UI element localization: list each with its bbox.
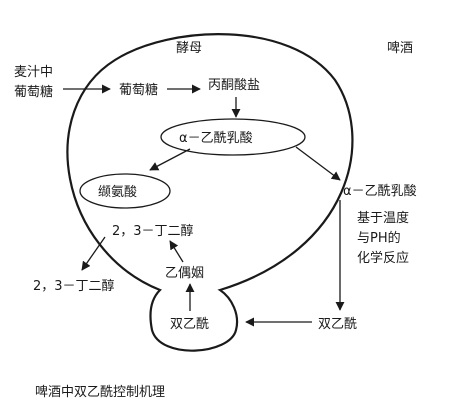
valine-ellipse [79, 173, 171, 209]
butanediol-outside-label: 2，3－丁二醇 [33, 278, 115, 294]
arrow-butanediol-out-of-cell [81, 236, 106, 271]
reaction-label-line1: 基于温度 [357, 210, 409, 226]
reaction-label-line3: 化学反应 [357, 250, 409, 266]
reaction-label-line2: 与PH的 [357, 230, 401, 246]
arrow-acetoin-to-butanediol [169, 240, 184, 263]
acetolactate-outside-label: α－乙酰乳酸 [343, 184, 417, 199]
diacetyl-inside-label: 双乙酰 [170, 317, 209, 332]
arrow-acetolactate-to-valine [149, 148, 191, 171]
pyruvate-label: 丙酮酸盐 [208, 78, 260, 93]
yeast-label: 酵母 [176, 41, 202, 56]
butanediol-inside-label: 2，3－丁二醇 [112, 223, 194, 239]
arrow-acetolactate-out-of-cell [295, 146, 341, 181]
yeast-cell-outline [66, 33, 354, 352]
wort-label-line2: 葡萄糖 [14, 84, 53, 100]
wort-label-line1: 麦汁中 [14, 65, 53, 80]
beer-label: 啤酒 [387, 41, 413, 56]
valine-label: 缬氨酸 [98, 185, 137, 200]
acetolactate-ellipse [160, 118, 306, 156]
diacetyl-outside-label: 双乙酰 [318, 317, 357, 332]
acetolactate-inside-label: α－乙酰乳酸 [179, 131, 253, 146]
figure-caption: 啤酒中双乙酰控制机理 [35, 385, 165, 400]
glucose-inside-label: 葡萄糖 [119, 82, 158, 98]
acetoin-label: 乙偶姻 [165, 266, 204, 281]
